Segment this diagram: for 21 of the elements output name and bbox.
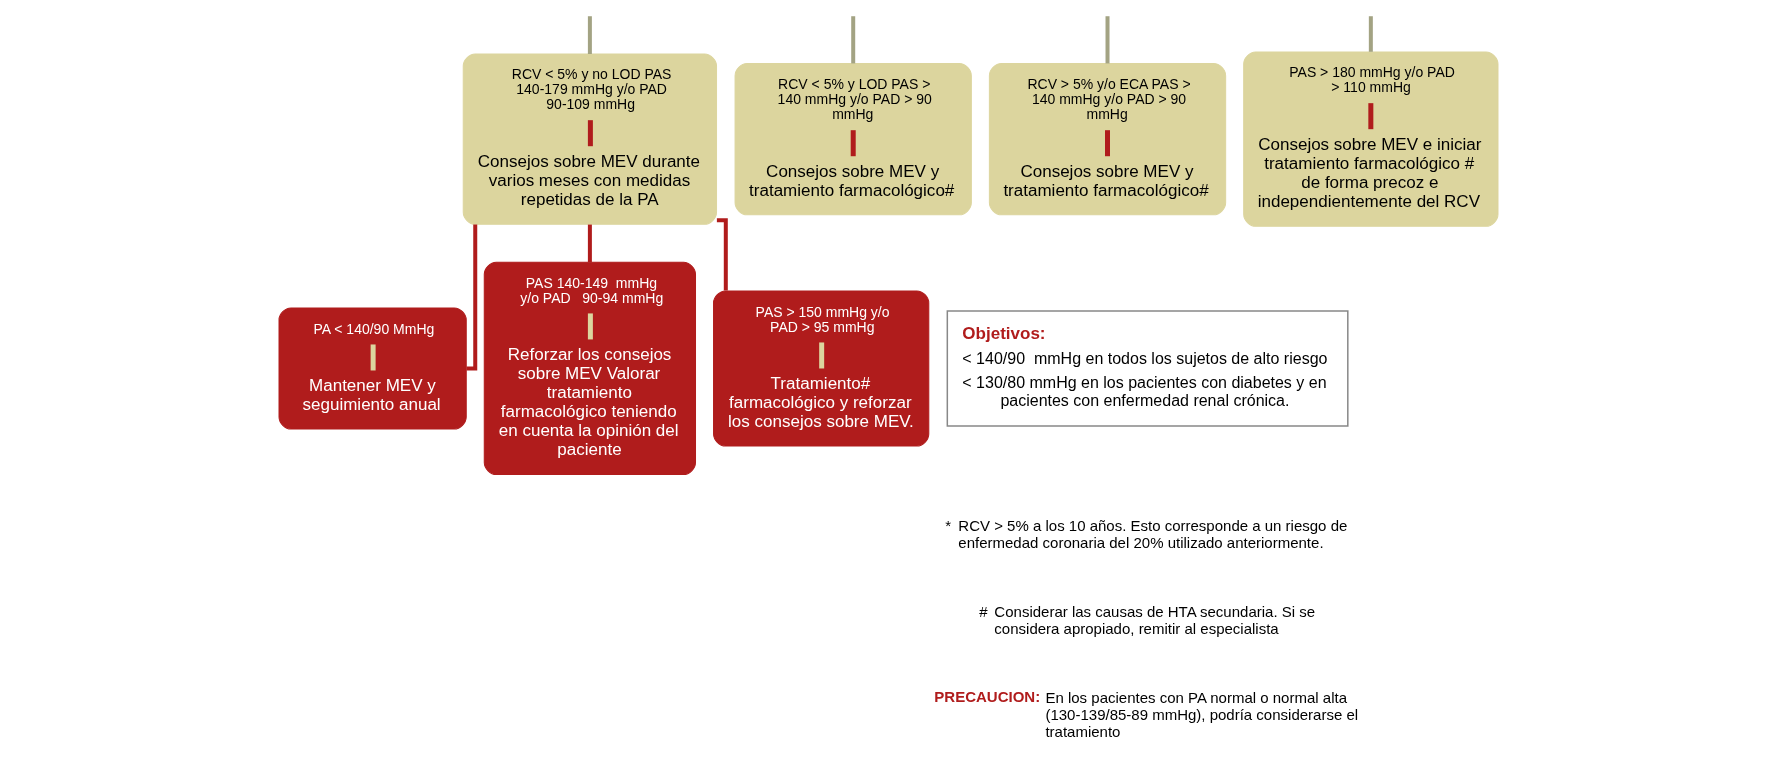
node-box: Objetivos: < 140/90 mmHg en todos los sujetos de alto riesgo < 130/80 mmHg en los pacientes con diabetes y en pacientes con enfermedad renal crónica. [946, 310, 1349, 427]
connector [716, 218, 728, 291]
label: PRECAUCION: [933, 688, 1040, 706]
label: En los pacientes con PA normal o normal alta (130-139/85-89 mmHg), podría considerarse el tratamiento [1044, 689, 1358, 741]
connector [1105, 16, 1109, 64]
node-box: PAS > 180 mmHg y/o PAD > 110 mmHg Consejos sobre MEV e iniciar tratamiento farmacológico # de forma precoz e independientemente del RCV [1242, 51, 1498, 227]
node-box: PA < 140/90 MmHg Mantener MEV y seguimiento anual [278, 307, 467, 430]
label: RCV > 5% a los 10 años. Esto corresponde a un riesgo de enfermedad coronaria del 20% utilizado anteriormente. [957, 516, 1347, 551]
label: * [944, 516, 951, 534]
node-box: RCV > 5% y/o ECA PAS > 140 mmHg y/o PAD > 90 mmHg Consejos sobre MEV y tratamiento farmacológico# [988, 63, 1226, 216]
connector [587, 224, 592, 263]
label: # [978, 602, 988, 620]
label: Considerar las causas de HTA secundaria. Si se considera apropiado, remitir al especialista [993, 602, 1315, 637]
node-box: RCV < 5% y LOD PAS > 140 mmHg y/o PAD > 90 mmHg Consejos sobre MEV y tratamiento farmacológico# [734, 63, 972, 216]
node-box: RCV < 5% y no LOD PAS 140-179 mmHg y/o PAD 90-109 mmHg Consejos sobre MEV durante varios meses con medidas repetidas de la PA [462, 53, 717, 225]
connector [466, 224, 477, 371]
node-box: PAS 140-149 mmHg y/o PAD 90-94 mmHg Reforzar los consejos sobre MEV Valorar tratamiento farmacológico teniendo en cuenta la opinión del paciente [483, 261, 696, 476]
connector [1368, 16, 1373, 52]
connector [587, 16, 592, 54]
connector [850, 16, 855, 64]
node-box: PAS > 150 mmHg y/o PAD > 95 mmHg Tratamiento# farmacológico y reforzar los consejos sobre MEV. [712, 290, 929, 447]
